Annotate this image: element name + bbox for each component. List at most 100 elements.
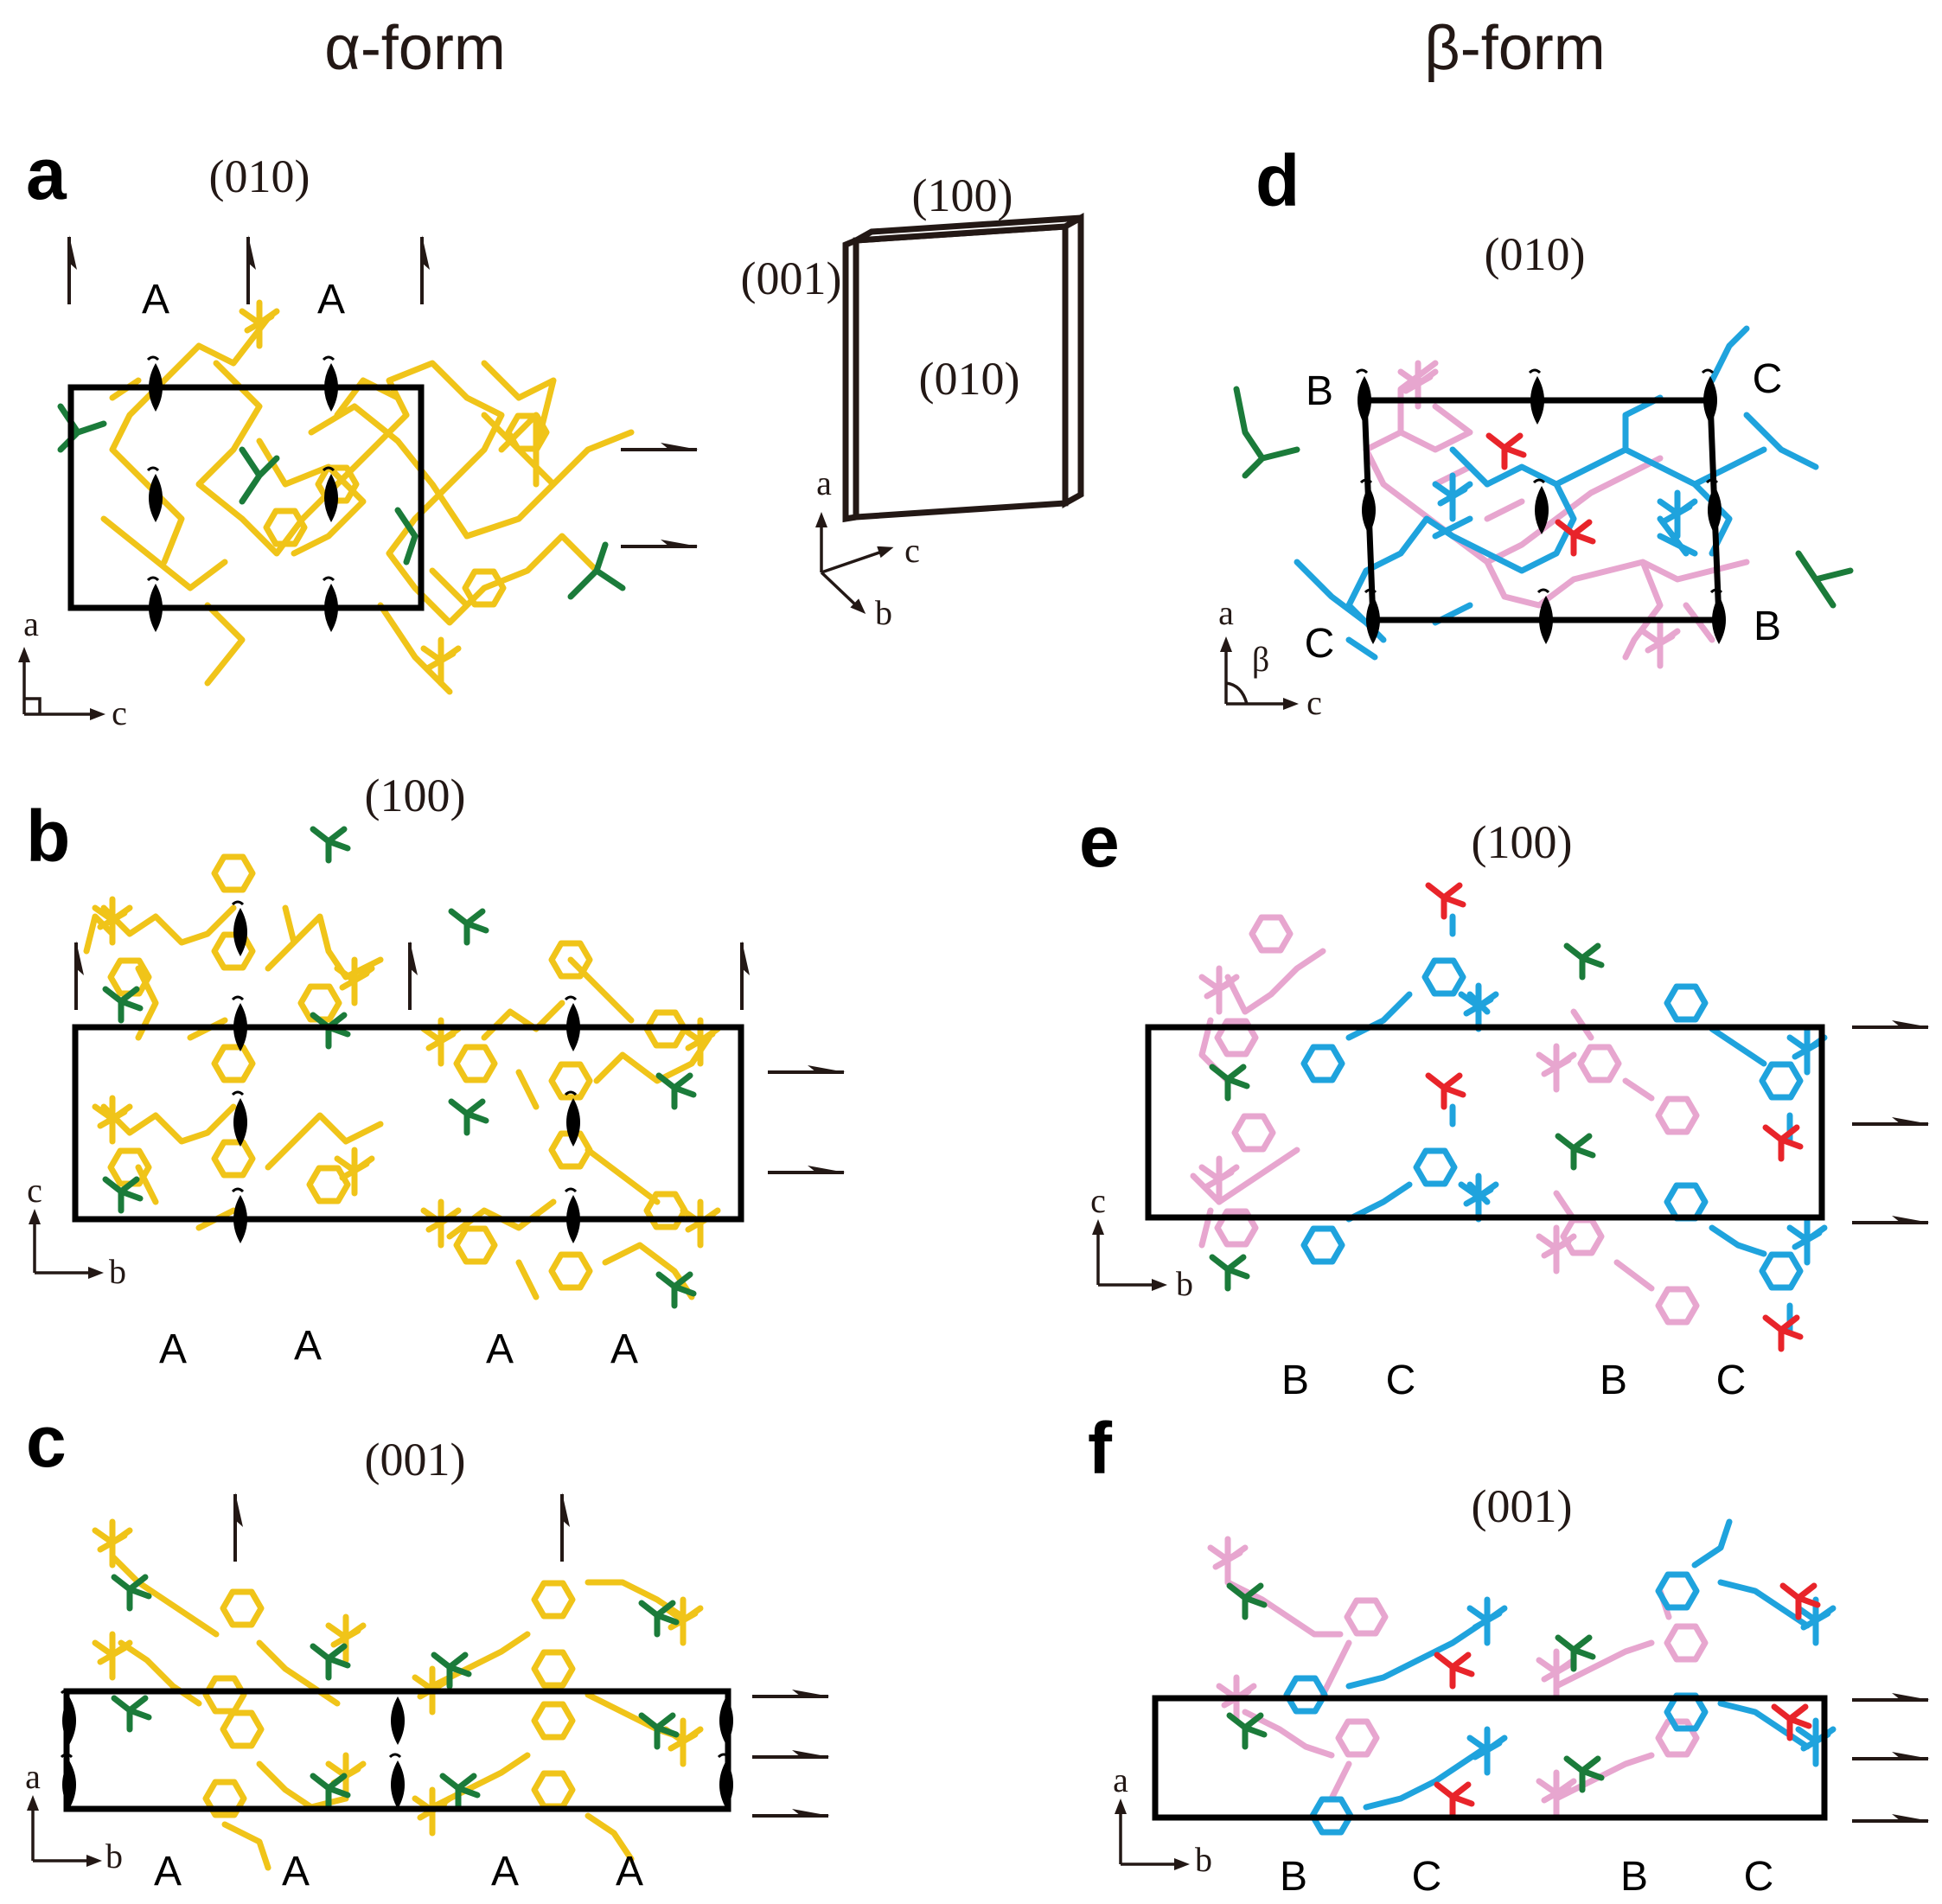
- axis-label-right: b: [109, 1252, 126, 1291]
- panel-b-molecule-3: A: [486, 1326, 514, 1372]
- twofold-axis-icon: [322, 576, 340, 634]
- crystal-face-front: (010): [919, 353, 1020, 405]
- panel-c-label: c: [26, 1401, 67, 1482]
- unit-cell: [72, 1024, 744, 1223]
- panel-e-plane: (100): [1472, 816, 1573, 868]
- panel-f-molecule-3: B: [1620, 1854, 1648, 1900]
- panel-b: b (100): [26, 770, 847, 1372]
- panel-e-molecule-3: B: [1600, 1358, 1627, 1403]
- panel-c: c (001): [25, 1401, 832, 1894]
- screw-axis-icon: [751, 1807, 832, 1818]
- panel-e-molecule-4: C: [1716, 1358, 1747, 1403]
- panel-d-plane: (010): [1485, 228, 1586, 280]
- twofold-axis-icon: [146, 355, 164, 413]
- panel-c-plane: (001): [365, 1434, 466, 1486]
- panel-f-molecule-4: C: [1744, 1854, 1774, 1900]
- screw-axis-icon: [619, 538, 700, 548]
- molecule-packing: [95, 1522, 700, 1871]
- screw-axis-icon: [420, 233, 431, 306]
- axes-indicator: a c: [18, 604, 127, 732]
- panel-d-molecule-1: B: [1306, 368, 1333, 414]
- unit-cell: [1145, 1024, 1825, 1221]
- axis-label-right: c: [112, 693, 127, 732]
- molecule-packing: [57, 303, 635, 695]
- axis-label-up: a: [1218, 593, 1234, 632]
- axis-label-right: c: [1306, 683, 1322, 722]
- panel-f-molecule-2: C: [1412, 1854, 1442, 1900]
- panel-a: a (010) A A: [18, 133, 700, 732]
- panel-a-label: a: [26, 133, 67, 214]
- beta-form-header: β-form: [1424, 14, 1605, 83]
- twofold-axis-icon: [388, 1689, 406, 1747]
- screw-axis-icon: [560, 1491, 572, 1563]
- screw-axis-icon: [1850, 1691, 1932, 1702]
- crystal-axis-c: c: [904, 531, 920, 570]
- molecule-packing: [83, 829, 718, 1306]
- screw-axis-icon: [74, 939, 86, 1012]
- screw-axis-icon: [766, 1064, 847, 1074]
- panel-e-molecule-1: B: [1281, 1358, 1309, 1403]
- screw-axis-icon: [766, 1164, 847, 1174]
- molecule-packing: [1190, 885, 1824, 1349]
- axis-label-right: b: [1176, 1264, 1193, 1303]
- screw-axis-icon: [619, 441, 700, 451]
- alpha-form-header: α-form: [324, 14, 506, 83]
- unit-cell: [67, 384, 425, 611]
- crystal-axis-b: b: [875, 593, 892, 632]
- panel-d-molecule-2: C: [1753, 356, 1783, 402]
- screw-axis-icon: [1850, 1115, 1932, 1126]
- panel-e-label: e: [1079, 801, 1120, 882]
- twofold-axis-icon: [146, 466, 164, 524]
- screw-axis-icon: [246, 233, 258, 306]
- crystal-axes-indicator: a c b: [815, 463, 920, 632]
- panel-e-molecule-2: C: [1386, 1358, 1416, 1403]
- screw-axis-icon: [1850, 1214, 1932, 1224]
- screw-axis-icon: [1850, 1812, 1932, 1823]
- panel-b-molecule-4: A: [610, 1326, 638, 1372]
- axis-label-up: a: [25, 1757, 41, 1796]
- twofold-axis-icon: [322, 355, 340, 413]
- screw-axis-icon: [751, 1688, 832, 1698]
- panel-c-molecule-2: A: [282, 1849, 310, 1894]
- panel-b-label: b: [26, 795, 70, 877]
- panel-f-molecule-1: B: [1280, 1854, 1307, 1900]
- twofold-axis-icon: [1359, 478, 1377, 536]
- twofold-axis-icon: [1355, 368, 1373, 426]
- axis-label-right: b: [105, 1837, 123, 1875]
- twofold-axis-icon: [1705, 478, 1723, 536]
- panel-d: d (010) B C C B: [1218, 140, 1854, 722]
- axes-indicator: a c β: [1218, 593, 1322, 722]
- axes-indicator: a b: [25, 1757, 123, 1875]
- panel-a-molecule-2: A: [317, 277, 345, 323]
- twofold-axis-icon: [146, 576, 164, 634]
- panel-b-plane: (100): [365, 770, 466, 821]
- axis-label-up: c: [1090, 1181, 1106, 1220]
- axis-angle-label: β: [1252, 640, 1269, 679]
- panel-b-molecule-2: A: [294, 1323, 322, 1369]
- crystal-face-left: (001): [741, 252, 842, 304]
- panel-c-molecule-4: A: [616, 1849, 643, 1894]
- screw-axis-icon: [1850, 1019, 1932, 1029]
- axes-indicator: c b: [1090, 1181, 1193, 1303]
- panel-d-molecule-4: B: [1754, 604, 1781, 649]
- axes-indicator: a b: [1113, 1760, 1212, 1879]
- panel-d-molecule-3: C: [1305, 621, 1335, 667]
- axis-label-up: a: [1113, 1760, 1128, 1799]
- panel-f: f (001): [1088, 1408, 1932, 1900]
- twofold-axis-icon: [1528, 368, 1546, 426]
- twofold-axis-icon: [1709, 588, 1728, 646]
- axis-label-right: b: [1195, 1840, 1212, 1879]
- twofold-axis-icon: [388, 1753, 406, 1811]
- screw-axis-icon: [408, 939, 419, 1012]
- panel-a-molecule-1: A: [142, 277, 169, 323]
- crystal-habit: (100) (001) (010) a c b: [741, 169, 1084, 632]
- screw-axis-icon: [233, 1491, 245, 1563]
- unit-cell: [1152, 1695, 1828, 1821]
- panel-f-label: f: [1088, 1408, 1113, 1489]
- crystal-face-top: (100): [912, 169, 1013, 221]
- twofold-axis-icon: [231, 995, 249, 1053]
- screw-axis-icon: [751, 1748, 832, 1759]
- twofold-axis-icon: [564, 1187, 582, 1245]
- panel-b-molecule-1: A: [159, 1326, 187, 1372]
